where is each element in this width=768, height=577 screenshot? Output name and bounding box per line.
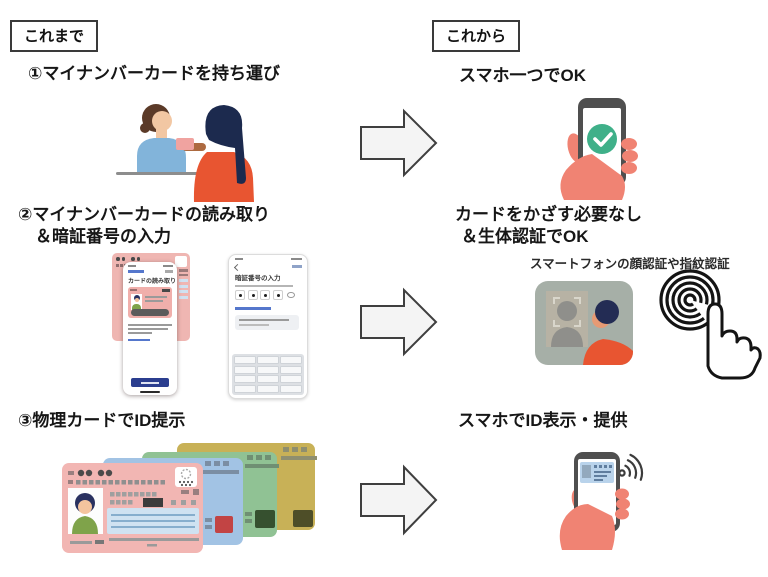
card-stack-illustration — [62, 443, 317, 553]
card-reading-screenshot: カードの読み取り — [112, 251, 190, 397]
after-label-box: これから — [432, 20, 521, 52]
row2-before-line1: ②マイナンバーカードの読み取り — [18, 205, 271, 224]
card-address-row — [76, 480, 165, 485]
text-line-placeholder — [128, 324, 172, 326]
arrow-right-icon — [360, 108, 438, 178]
app-phone: カードの読み取り — [123, 262, 177, 395]
pin-digit-box — [235, 290, 245, 300]
help-link-placeholder — [292, 265, 302, 268]
keypad-key — [280, 365, 302, 374]
keypad-key — [280, 384, 302, 393]
keypad-key — [257, 384, 279, 393]
keypad-key — [234, 384, 256, 393]
people-handing-card-illustration — [116, 104, 254, 202]
pointing-hand-icon — [706, 302, 762, 380]
status-battery — [163, 265, 173, 267]
row2-after-line1: カードをかざす必要なし — [455, 205, 642, 224]
keypad-key — [257, 375, 279, 384]
row2-after-title: カードをかざす必要なし ＆生体認証でOK — [455, 204, 642, 248]
pin-dots — [235, 290, 295, 300]
face-frame-brackets — [553, 297, 581, 327]
numeric-keypad — [232, 354, 304, 395]
before-label-box: これまで — [10, 20, 99, 52]
back-chevron-icon — [233, 263, 242, 272]
phone-with-check-illustration — [560, 98, 638, 200]
keypad-key — [234, 375, 256, 384]
hand — [560, 154, 625, 200]
home-indicator — [140, 390, 160, 393]
row3-after-title: スマホでID表示・提供 — [458, 411, 628, 430]
person2-hair — [205, 105, 246, 184]
row2-before-title: ②マイナンバーカードの読み取り ＆暗証番号の入力 — [18, 204, 270, 248]
card-blue-lines — [179, 279, 188, 301]
text-line-placeholder — [128, 332, 152, 334]
face-silhouette — [557, 301, 577, 321]
reading-guide-band — [131, 309, 169, 316]
row3-before-title: ③物理カードでID提示 — [18, 411, 186, 430]
show-pin-eye-icon — [287, 291, 295, 299]
biometric-caption: スマートフォンの顔認証や指紋認証 — [530, 257, 730, 271]
primary-button-placeholder — [131, 378, 169, 387]
user-shirt — [583, 339, 633, 365]
hand — [559, 504, 615, 550]
card-name-dots — [77, 469, 113, 477]
card-photo — [131, 294, 142, 310]
pin-entry-title: 暗証番号の入力 — [235, 275, 281, 282]
pin-entry-screenshot: 暗証番号の入力 — [228, 254, 308, 399]
row2-before-line2: ＆暗証番号の入力 — [35, 227, 171, 246]
before-label: これまで — [24, 28, 85, 45]
keypad-key — [257, 365, 279, 374]
card-small-marks — [179, 269, 188, 278]
person1-shirt — [137, 138, 186, 174]
arrow-right-icon — [360, 287, 438, 357]
pin-digit-box — [247, 290, 258, 300]
keypad-key — [280, 375, 302, 384]
link-placeholder — [235, 307, 271, 310]
link-placeholder — [128, 339, 150, 341]
keypad-key — [234, 365, 256, 374]
arrow-right-icon — [360, 464, 438, 536]
text-line-placeholder — [128, 328, 168, 330]
info-box — [235, 315, 299, 330]
keypad-key — [257, 356, 279, 365]
status-time — [235, 258, 243, 260]
after-label: これから — [446, 28, 507, 45]
help-link-placeholder — [165, 270, 173, 273]
card-name-dots — [116, 257, 140, 261]
user-hair — [595, 300, 619, 324]
status-battery — [291, 258, 302, 260]
keypad-key — [234, 356, 256, 365]
card-logo — [175, 256, 187, 267]
person1-face — [152, 111, 172, 131]
row1-before-title: ①マイナンバーカードを持ち運び — [28, 64, 281, 83]
phone-id-display-illustration — [559, 452, 644, 550]
row1-after-title: スマホ一つでOK — [459, 66, 586, 85]
text-line-placeholder — [235, 285, 293, 287]
mynumber-card — [176, 138, 194, 150]
pin-digit-box — [260, 290, 270, 300]
face-recognition-illustration — [535, 281, 633, 365]
nav-link-placeholder — [128, 270, 144, 273]
wireless-signal-icon — [618, 453, 644, 481]
pin-digit-box — [272, 290, 283, 300]
status-time — [128, 265, 136, 267]
card-preview — [128, 287, 172, 318]
fingerprint-icon — [659, 269, 721, 331]
row2-after-line2: ＆生体認証でOK — [461, 227, 589, 246]
check-circle-icon — [587, 124, 617, 154]
keypad-key — [280, 356, 302, 365]
fingerprint-touch-illustration — [659, 269, 766, 380]
card-reading-title: カードの読み取り — [128, 279, 177, 285]
